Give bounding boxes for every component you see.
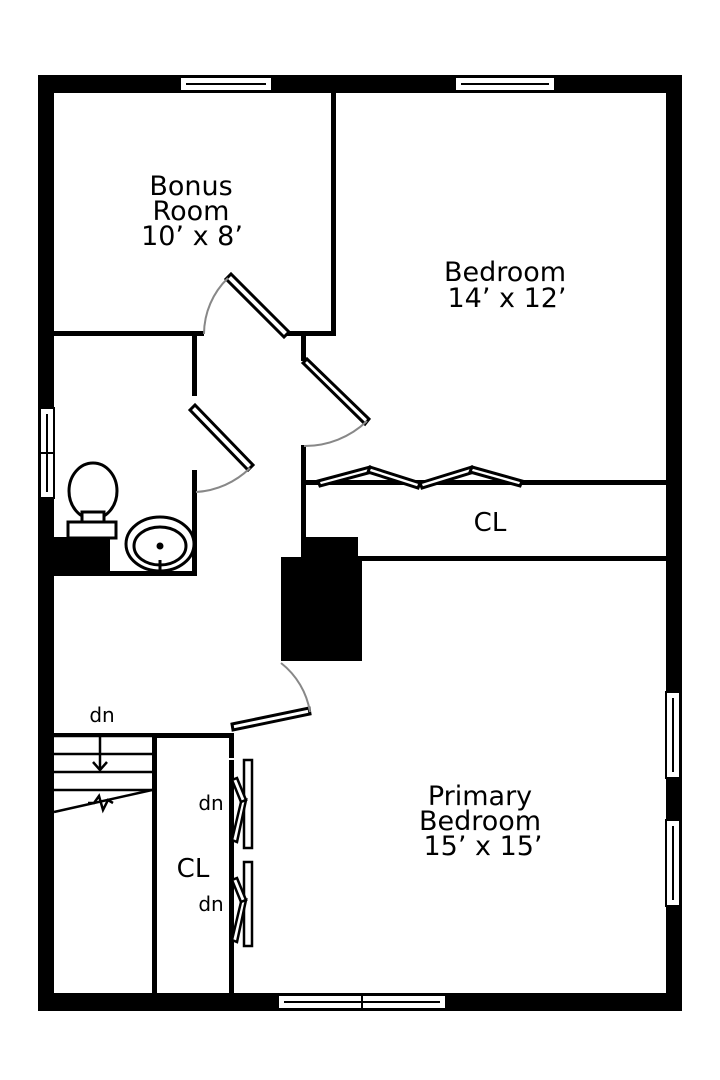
closet-lower-label: CL (177, 854, 210, 884)
labels: Bonus Room 10’ x 8’ Bedroom 14’ x 12’ CL… (89, 171, 566, 916)
toilet-icon (66, 461, 119, 540)
stair-arrow-icon (92, 736, 108, 772)
door-closet-bifold (315, 465, 525, 490)
door-bonus-room (203, 271, 292, 340)
stairs-down-label: dn (89, 703, 114, 727)
bathroom-fixtures (66, 461, 196, 573)
windows (39, 76, 681, 1010)
bedroom-size: 14’ x 12’ (447, 283, 566, 314)
stair-break-icon (88, 793, 114, 814)
stairs-down-label-3: dn (198, 892, 223, 916)
doors (187, 271, 525, 948)
bonus-room-size: 10’ x 8’ (141, 221, 243, 252)
interior-walls (40, 93, 666, 993)
bonus-room-name-2: Room (153, 196, 230, 227)
sink-icon (124, 515, 196, 573)
door-bedroom (300, 356, 372, 448)
closet-upper-label: CL (474, 508, 507, 538)
bedroom-name: Bedroom (444, 257, 566, 288)
window-bottom (277, 994, 447, 1010)
window-right-1 (665, 691, 681, 779)
door-bathroom (187, 402, 256, 493)
primary-bedroom-name-2: Bedroom (419, 806, 541, 837)
window-right-2 (665, 819, 681, 907)
door-primary-bedroom (230, 662, 312, 732)
door-lower-closet-bifold (230, 758, 254, 948)
window-top-left (179, 76, 273, 92)
stairs-down-label-2: dn (198, 791, 223, 815)
primary-bedroom-name-1: Primary (428, 781, 532, 812)
window-top-right (454, 76, 556, 92)
primary-bedroom-size: 15’ x 15’ (423, 831, 542, 862)
window-left (39, 407, 55, 499)
staircase (53, 734, 153, 814)
bonus-room-name-1: Bonus (149, 171, 232, 202)
